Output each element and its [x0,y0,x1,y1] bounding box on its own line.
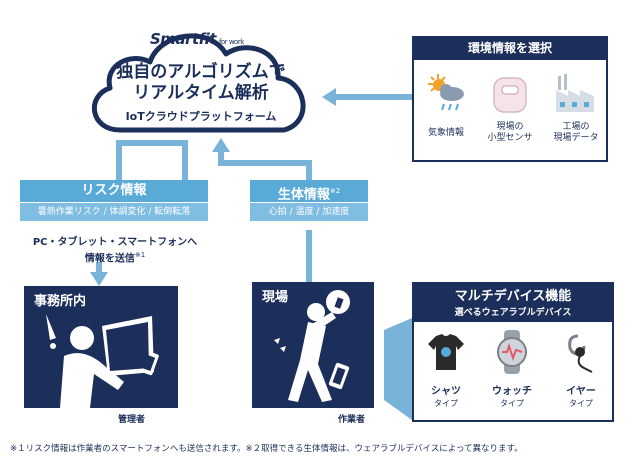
site-caption: 作業者 [338,415,366,425]
worker-pictogram-icon [274,290,350,402]
weather-icon [428,74,464,111]
env-title: 環境情報を選択 [412,36,608,60]
sensor-icon [493,77,527,113]
risk-send-note: PC・タブレット・スマートフォンへ 情報を送信※1 [32,237,198,265]
device-label-ear: イヤータイプ [566,386,596,408]
office-title: 事務所内 [34,294,87,309]
bio-title: 生体情報※2 [250,180,368,202]
footnote: ※１リスク情報は作業者のスマートフォンへも送信されます。※２取得できる生体情報は… [10,444,523,454]
env-label-factory: 工場の現場データ [553,122,599,143]
cloud-title-line1: 独自のアルゴリズムで [116,62,286,82]
cloud-shape [92,33,306,133]
multi-device-subtitle: 選べるウェアラブルデバイス [454,308,572,318]
office-caption: 管理者 [118,415,146,425]
multi-device-title: マルチデバイス機能 [454,289,572,304]
multi-device-header [412,282,614,322]
risk-title: リスク情報 [20,180,208,202]
env-label-sensor: 現場の小型センサ [487,122,533,143]
device-label-shirt: シャツタイプ [431,386,461,408]
device-label-watch: ウォッチタイプ [492,386,532,408]
env-label-weather: 気象情報 [427,128,464,138]
cloud-title-line2: リアルタイム解析 [133,83,269,103]
risk-detail: 暑熱作業リスク / 体調変化 / 転倒転落 [20,203,208,221]
cloud-subtitle: IoTクラウドプラットフォーム [125,110,277,123]
manager-pictogram-icon [46,314,159,408]
bio-detail: 心拍 / 温度 / 加速度 [250,203,368,221]
site-title: 現場 [262,290,289,305]
earphone-icon [568,334,593,373]
factory-icon [556,74,594,112]
watch-icon [497,330,527,374]
shirt-icon [428,334,464,370]
